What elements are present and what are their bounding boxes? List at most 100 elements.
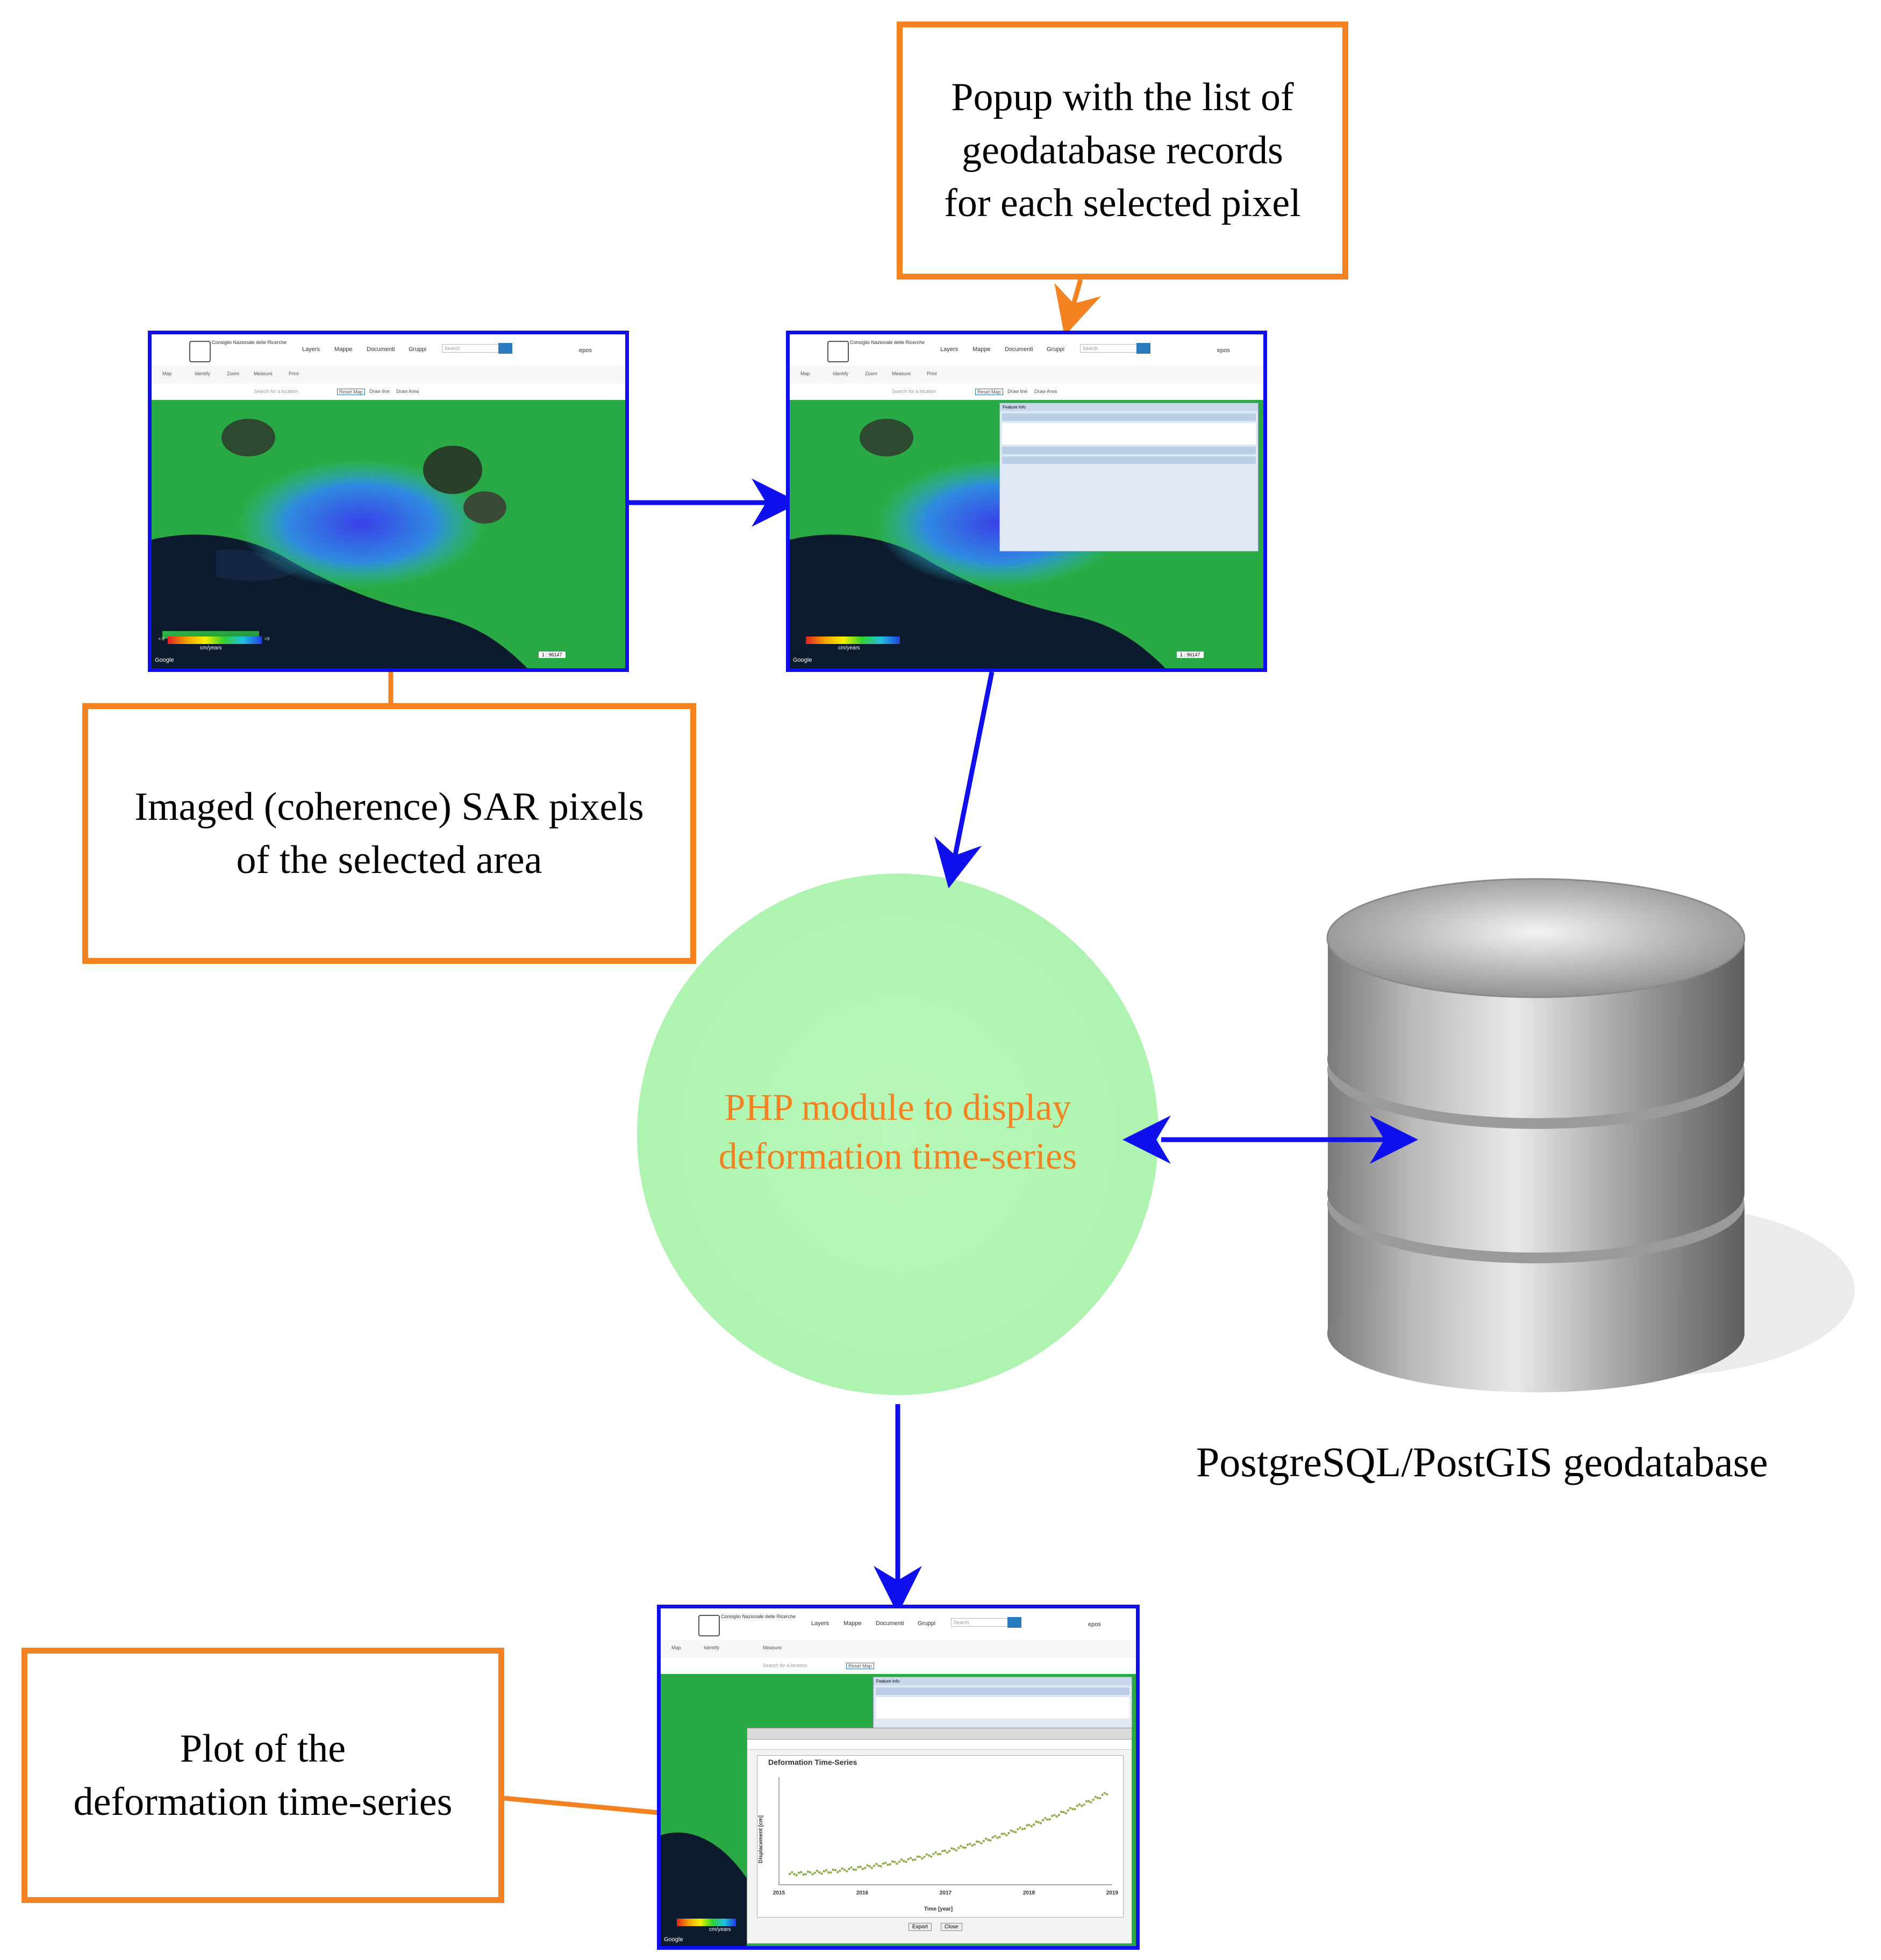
feature-info-row[interactable] xyxy=(876,1687,1129,1695)
toolbar-map-3[interactable]: Map xyxy=(671,1645,681,1650)
plot-point xyxy=(825,1869,828,1872)
map-attribution-3: Google xyxy=(664,1936,683,1943)
php-module-label-line1: PHP module to display xyxy=(724,1087,1071,1128)
plot-point xyxy=(868,1865,871,1868)
plot-point xyxy=(980,1842,983,1845)
plot-point xyxy=(816,1869,819,1872)
toolbar-zoom-2[interactable]: Zoom xyxy=(865,371,878,376)
plot-window-titlebar[interactable] xyxy=(747,1728,1132,1740)
nav-maps-2[interactable]: Mappe xyxy=(972,346,991,353)
plot-point xyxy=(811,1873,814,1876)
plot-point xyxy=(1028,1823,1031,1826)
search-button-2[interactable] xyxy=(1136,343,1150,354)
sar-map-screenshot: Consiglio Nazionale delle Ricerche Layer… xyxy=(148,331,629,672)
plot-point xyxy=(1035,1820,1038,1823)
plot-point xyxy=(1069,1807,1072,1809)
toolbar-measure-3[interactable]: Measure xyxy=(763,1645,782,1650)
tool-reset-map-3[interactable]: Reset Map xyxy=(846,1663,874,1669)
plot-point xyxy=(1046,1818,1049,1821)
plot-point xyxy=(893,1861,896,1863)
plot-point xyxy=(914,1858,917,1861)
search-button[interactable] xyxy=(498,343,512,354)
header-search-input[interactable]: Search xyxy=(442,344,500,353)
feature-info-row[interactable] xyxy=(1002,423,1256,445)
toolbar-measure-2[interactable]: Measure xyxy=(892,371,911,376)
tool-location-search-2[interactable]: Search for a location xyxy=(892,389,936,394)
plot-point xyxy=(863,1866,867,1869)
plot-point xyxy=(1060,1811,1063,1813)
plot-point xyxy=(973,1843,976,1846)
tool-draw-line-2[interactable]: Draw line xyxy=(1007,389,1028,394)
toolbar-print[interactable]: Print xyxy=(289,371,299,376)
plot-point xyxy=(872,1864,876,1867)
nav-maps[interactable]: Mappe xyxy=(334,346,353,353)
feature-info-row[interactable] xyxy=(1002,413,1256,421)
nav-maps-3[interactable]: Mappe xyxy=(843,1620,862,1627)
feature-info-title: Feature Info xyxy=(1000,403,1258,411)
plot-point xyxy=(898,1861,900,1863)
toolbar-map-2[interactable]: Map xyxy=(800,371,810,376)
nav-layers[interactable]: Layers xyxy=(302,346,320,353)
plot-point xyxy=(1092,1798,1095,1801)
plot-address-bar[interactable] xyxy=(747,1740,1132,1750)
feature-info-row[interactable] xyxy=(1002,456,1256,464)
search-button-3[interactable] xyxy=(1007,1617,1021,1628)
map-scale[interactable]: 1 : 96147 xyxy=(539,652,566,658)
toolbar-identify-3[interactable]: Identify xyxy=(704,1645,720,1650)
nav-layers-3[interactable]: Layers xyxy=(811,1620,829,1627)
nav-documents-2[interactable]: Documenti xyxy=(1005,346,1033,353)
sar-map-view[interactable]: <-3 >3 cm/years Google 1 : 96147 xyxy=(152,400,625,668)
plot-close-button[interactable]: Close xyxy=(941,1923,962,1931)
toolbar-measure[interactable]: Measure xyxy=(254,371,273,376)
plot-point xyxy=(834,1869,837,1871)
plot-point xyxy=(1050,1814,1054,1818)
feature-info-popup[interactable]: Feature Info xyxy=(999,403,1258,552)
map-scale-2[interactable]: 1 : 96147 xyxy=(1177,652,1204,658)
nav-groups[interactable]: Gruppi xyxy=(409,346,427,353)
toolbar-print-2[interactable]: Print xyxy=(927,371,937,376)
database-label: PostgreSQL/PostGIS geodatabase xyxy=(1196,1439,1768,1485)
nav-groups-3[interactable]: Gruppi xyxy=(918,1620,936,1627)
plot-point xyxy=(991,1836,994,1839)
toolbar-map[interactable]: Map xyxy=(162,371,172,376)
org-name-2: Consiglio Nazionale delle Ricerche xyxy=(850,340,925,345)
feature-info-row[interactable] xyxy=(876,1697,1129,1719)
plot-export-button[interactable]: Export xyxy=(909,1923,932,1931)
nav-documents-3[interactable]: Documenti xyxy=(876,1620,904,1627)
nav-layers-2[interactable]: Layers xyxy=(940,346,959,353)
timeseries-map-view[interactable]: Feature Info Deformation Time-Series 201… xyxy=(661,1674,1136,1946)
plot-point xyxy=(1053,1814,1056,1816)
tool-location-search-3[interactable]: Search for a location xyxy=(763,1663,807,1668)
feature-info-row[interactable] xyxy=(1002,447,1256,454)
php-module-circle xyxy=(637,874,1158,1395)
plot-point xyxy=(929,1855,933,1858)
webgis-header-2: Consiglio Nazionale delle Ricerche Layer… xyxy=(790,334,1263,367)
toolbar-zoom[interactable]: Zoom xyxy=(227,371,240,376)
toolbar-identify-2[interactable]: Identify xyxy=(833,371,849,376)
tool-draw-area[interactable]: Draw Area xyxy=(396,389,419,394)
tool-draw-line[interactable]: Draw line xyxy=(369,389,390,394)
popup-map-view[interactable]: Feature Info cm/years Google 1 : 96147 xyxy=(790,400,1263,668)
tool-location-search[interactable]: Search for a location xyxy=(254,389,298,394)
plot-point xyxy=(829,1871,832,1874)
plot-point xyxy=(1023,1827,1026,1830)
header-search-input-3[interactable]: Search xyxy=(951,1618,1009,1627)
pixels-callout-box: Imaged (coherence) SAR pixels of the sel… xyxy=(82,703,696,964)
org-name: Consiglio Nazionale delle Ricerche xyxy=(212,340,287,345)
tool-reset-map-2[interactable]: Reset Map xyxy=(975,389,1003,395)
toolbar-identify[interactable]: Identify xyxy=(195,371,211,376)
header-search-input-2[interactable]: Search xyxy=(1080,344,1138,353)
plot-point xyxy=(891,1860,894,1863)
database-cylinder-icon xyxy=(1326,878,1855,1392)
nav-documents[interactable]: Documenti xyxy=(367,346,395,353)
nav-groups-2[interactable]: Gruppi xyxy=(1047,346,1065,353)
plot-year-tick: 2016 xyxy=(856,1890,869,1896)
tool-reset-map[interactable]: Reset Map xyxy=(337,389,365,395)
plot-point xyxy=(1076,1805,1079,1807)
tool-draw-area-2[interactable]: Draw Area xyxy=(1034,389,1057,394)
plot-point xyxy=(1087,1800,1090,1802)
plot-point xyxy=(1048,1818,1052,1821)
popup-callout-box: Popup with the list of geodatabase recor… xyxy=(897,22,1348,280)
